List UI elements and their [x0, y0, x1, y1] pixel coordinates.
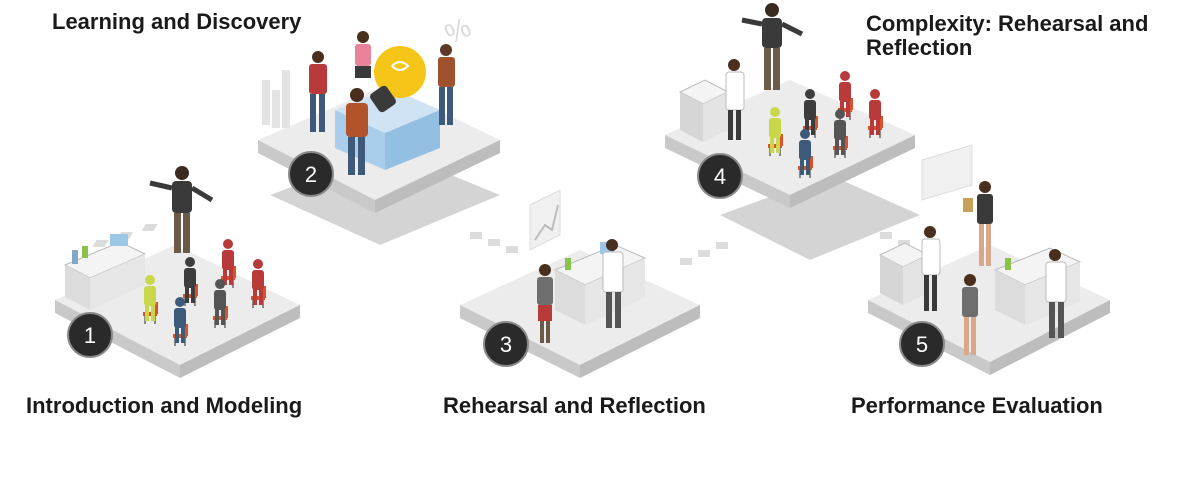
learners-2: [309, 31, 455, 175]
instructor-4: [741, 3, 804, 90]
learner-5: [962, 274, 978, 355]
stage-2-badge: 2: [288, 151, 334, 197]
stage-4-label-line2: Reflection: [866, 35, 973, 60]
labcoat-person-3: [602, 239, 624, 328]
cabinet-4: [678, 79, 730, 142]
stage-3-label: Rehearsal and Reflection: [443, 393, 706, 418]
platform-shadow-4: [720, 175, 920, 260]
stage-5-label: Performance Evaluation: [851, 393, 1103, 418]
stage-5-badge: 5: [899, 321, 945, 367]
growth-chart-backdrop: [529, 189, 561, 251]
stage-1-number: 1: [84, 323, 96, 348]
cabinet-5: [878, 242, 930, 305]
stage-3-number: 3: [500, 332, 512, 357]
bar-chart-backdrop: [262, 70, 290, 128]
stage-2-label: Learning and Discovery: [52, 9, 302, 34]
labcoat-person-4: [725, 59, 745, 140]
connector-2-3: [470, 232, 518, 253]
stage-1-label: Introduction and Modeling: [26, 393, 303, 418]
labcoat-person-5b: [1045, 249, 1067, 338]
lightbulb-icon: [370, 46, 426, 113]
stage-4-number: 4: [714, 164, 726, 189]
learner-tablet-3: [537, 264, 553, 343]
lab-bench-1: [63, 234, 147, 310]
speech-bubble-backdrop: [921, 144, 973, 201]
stage-3-badge: 3: [483, 321, 529, 367]
stage-4-label: Complexity: Rehearsal and: [866, 11, 1149, 36]
stage-2-number: 2: [305, 162, 317, 187]
stage-1-badge: 1: [67, 312, 113, 358]
stage-5-number: 5: [916, 332, 928, 357]
evaluator-5: [963, 181, 993, 266]
connector-3-4: [680, 242, 728, 265]
stage-4-badge: 4: [697, 153, 743, 199]
instructor-1: [149, 166, 214, 253]
labcoat-person-5a: [921, 226, 941, 311]
